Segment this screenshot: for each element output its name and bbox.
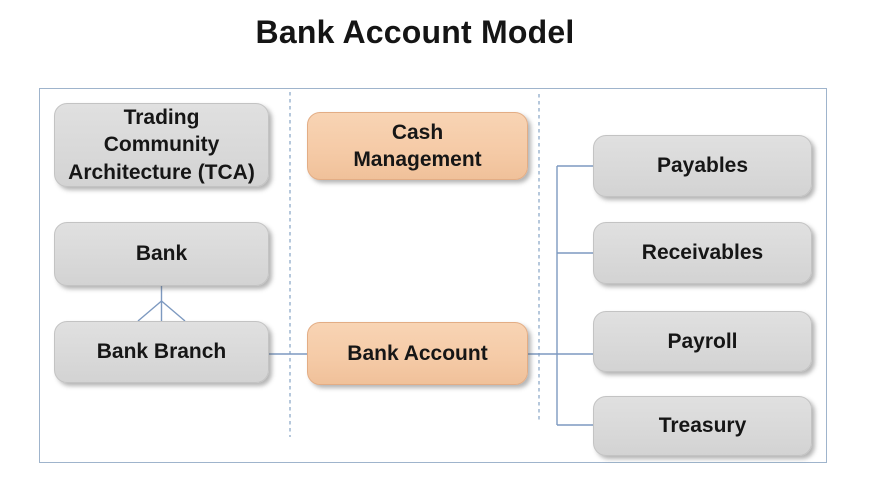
node-treasury: Treasury bbox=[593, 396, 812, 456]
node-trading-community-architecture: Trading Community Architecture (TCA) bbox=[54, 103, 269, 187]
diagram-title: Bank Account Model bbox=[255, 14, 575, 50]
node-receivables: Receivables bbox=[593, 222, 812, 284]
node-bank-account: Bank Account bbox=[307, 322, 528, 385]
diagram-frame bbox=[39, 88, 827, 463]
node-bank-branch: Bank Branch bbox=[54, 321, 269, 383]
node-payroll: Payroll bbox=[593, 311, 812, 372]
node-bank: Bank bbox=[54, 222, 269, 286]
node-cash-management: Cash Management bbox=[307, 112, 528, 180]
node-payables: Payables bbox=[593, 135, 812, 197]
